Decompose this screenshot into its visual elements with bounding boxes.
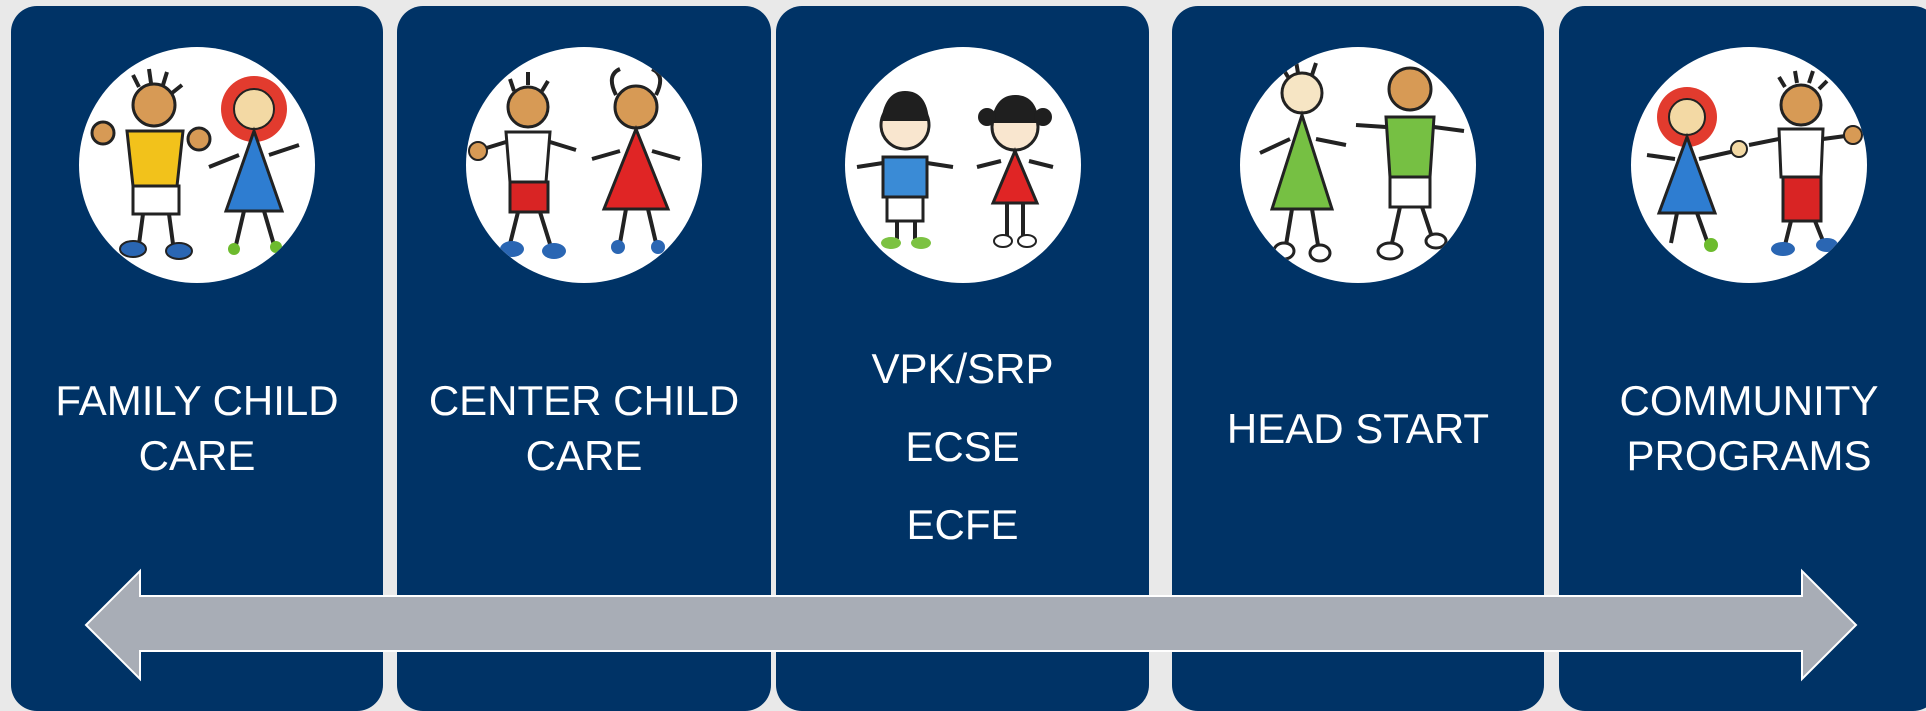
label-line: CARE (525, 432, 643, 479)
panel-center-child-care: CENTER CHILD CARE (397, 6, 771, 711)
label-line: VPK/SRP (871, 345, 1054, 392)
panel-label: VPK/SRP ECSE ECFE (776, 330, 1149, 564)
panel-label: FAMILY CHILD CARE (11, 373, 383, 483)
label-line: ECSE (905, 423, 1020, 470)
label-line: CARE (138, 432, 256, 479)
panel-family-child-care: FAMILY CHILD CARE (11, 6, 383, 711)
children-illustration-icon (1631, 47, 1867, 283)
children-illustration-icon (1240, 47, 1476, 283)
label-line: ECFE (906, 501, 1019, 548)
label-line: COMMUNITY (1619, 377, 1879, 424)
label-line: PROGRAMS (1626, 432, 1872, 479)
panel-label: CENTER CHILD CARE (397, 373, 771, 483)
label-line: CENTER CHILD (428, 377, 740, 424)
label-line: HEAD START (1226, 405, 1490, 452)
panel-label: HEAD START (1172, 401, 1544, 456)
panel-vpk-ecse-ecfe: VPK/SRP ECSE ECFE (776, 6, 1149, 711)
panel-community-programs: COMMUNITY PROGRAMS (1559, 6, 1926, 711)
children-illustration-icon (466, 47, 702, 283)
label-line: FAMILY CHILD (55, 377, 339, 424)
panel-head-start: HEAD START (1172, 6, 1544, 711)
panel-label: COMMUNITY PROGRAMS (1559, 373, 1926, 483)
children-illustration-icon (844, 47, 1081, 283)
children-illustration-icon (79, 47, 315, 283)
